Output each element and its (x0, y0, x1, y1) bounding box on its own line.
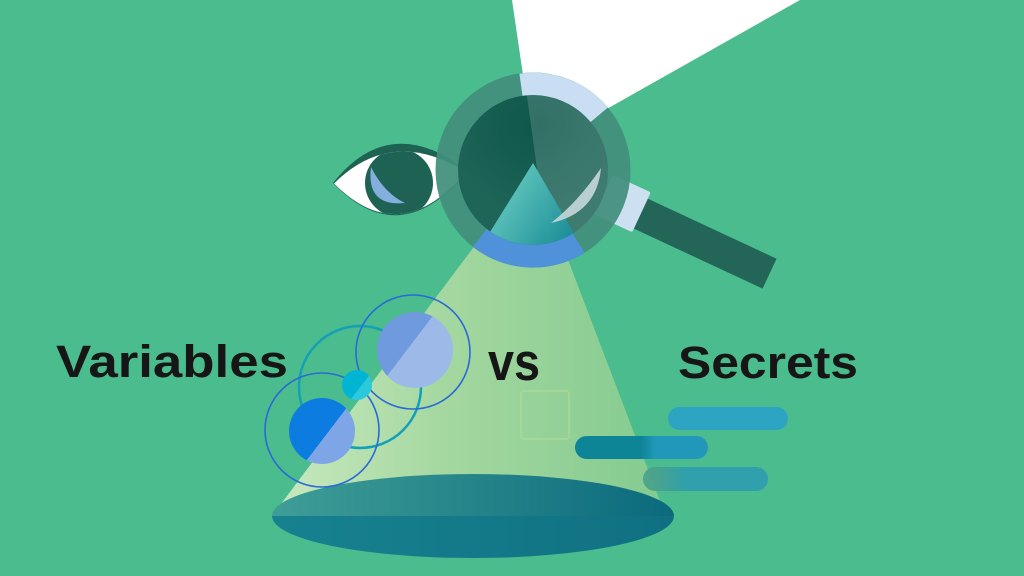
speed-bars (575, 407, 788, 491)
light-pool-top (272, 474, 674, 516)
eye-iris (365, 151, 433, 215)
lens-projection-cone (490, 163, 575, 245)
speed-bar-2 (575, 436, 708, 459)
light-pool-bottom (272, 516, 674, 558)
lens-glare (551, 168, 601, 223)
light-pool-ellipse (272, 474, 674, 558)
circle-cornflower (377, 312, 453, 388)
speed-bar-3 (643, 467, 768, 491)
circle-cyan (342, 370, 372, 400)
eye-icon (333, 143, 468, 216)
circle-blue (289, 398, 355, 464)
orbit-circle-bottom (264, 372, 380, 488)
hidden-square-outline (520, 390, 570, 440)
handle-rod (630, 197, 777, 289)
title-secrets: Secrets (678, 337, 858, 388)
orbit-circle-top (355, 294, 471, 410)
magnifier-icon (435, 72, 777, 289)
molecule-circles (264, 294, 471, 488)
speed-bar-1 (668, 407, 788, 430)
title-variables: Variables (56, 336, 288, 387)
ring-highlight-arc (519, 72, 608, 123)
ring-blue-arc (472, 228, 585, 268)
eye-iris-highlight (370, 167, 405, 204)
title-vs: vs (488, 333, 540, 392)
